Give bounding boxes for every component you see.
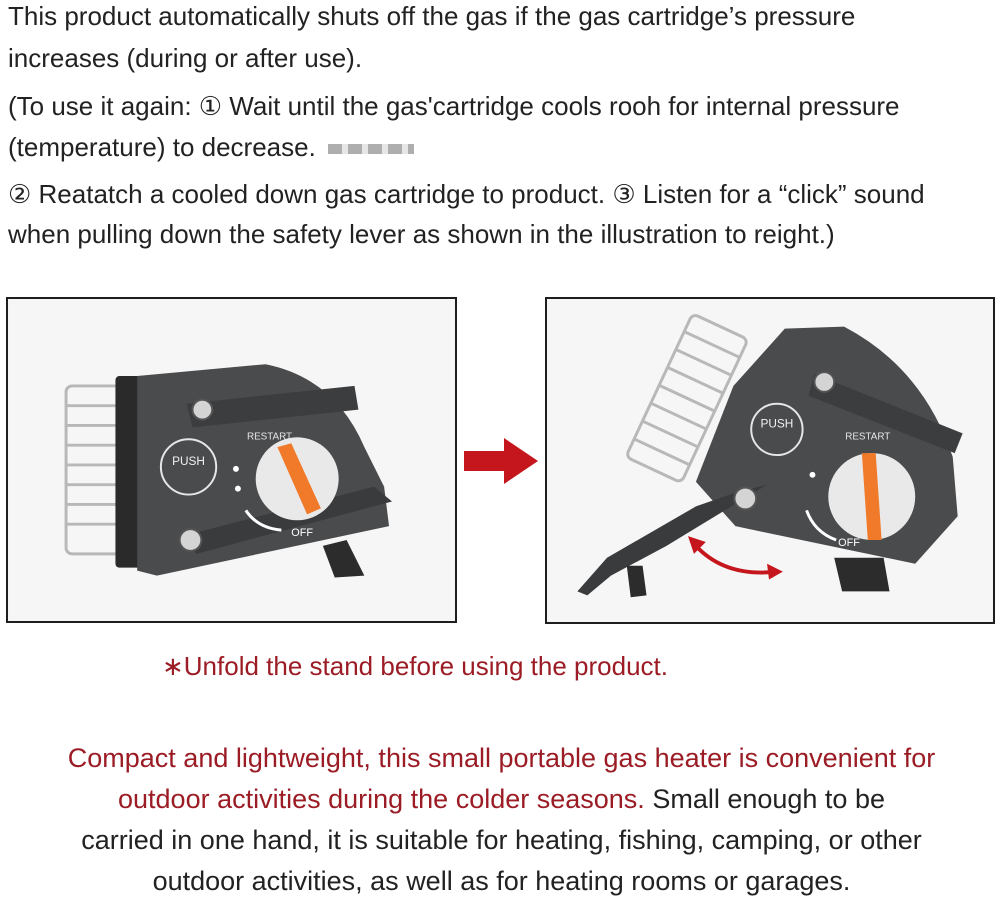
description-highlight: outdoor activities during the colder sea… bbox=[118, 784, 645, 814]
restart-label-right: RESTART bbox=[845, 431, 890, 442]
instruction-line-4-text: (temperature) to decrease. bbox=[8, 132, 316, 162]
instruction-line-4: (temperature) to decrease. bbox=[8, 131, 414, 163]
heater-unfolded-illustration: PUSH RESTART OFF bbox=[547, 299, 993, 622]
instruction-line-3: (To use it again: ① Wait until the gas'c… bbox=[8, 91, 900, 121]
unfold-stand-note: ∗Unfold the stand before using the produ… bbox=[162, 651, 668, 681]
instruction-line-1: This product automatically shuts off the… bbox=[8, 1, 856, 31]
heater-folded-illustration: PUSH RESTART OFF bbox=[8, 299, 455, 621]
push-label-right: PUSH bbox=[760, 416, 793, 430]
description-rest: Small enough to be bbox=[644, 784, 885, 814]
description-line-3: carried in one hand, it is suitable for … bbox=[81, 825, 922, 855]
description-line-4: outdoor activities, as well as for heati… bbox=[152, 866, 851, 896]
product-description: Compact and lightweight, this small port… bbox=[0, 738, 1003, 902]
off-label-right: OFF bbox=[838, 537, 860, 549]
restart-label: RESTART bbox=[247, 431, 292, 442]
arrow-right-icon bbox=[464, 438, 538, 484]
push-label: PUSH bbox=[172, 454, 205, 468]
instruction-line-2: increases (during or after use). bbox=[8, 43, 363, 73]
smudged-text-artifact bbox=[327, 144, 414, 155]
photo-heater-unfolded: PUSH RESTART OFF bbox=[545, 297, 995, 624]
description-line-1: Compact and lightweight, this small port… bbox=[67, 743, 936, 773]
photo-heater-folded: PUSH RESTART OFF bbox=[6, 297, 457, 623]
instruction-line-5: ② Reatatch a cooled down gas cartridge t… bbox=[8, 179, 925, 209]
description-line-2: outdoor activities during the colder sea… bbox=[0, 779, 1003, 820]
instruction-line-6: when pulling down the safety lever as sh… bbox=[8, 219, 835, 249]
off-label: OFF bbox=[291, 527, 313, 539]
wire-grill-right bbox=[626, 314, 748, 483]
